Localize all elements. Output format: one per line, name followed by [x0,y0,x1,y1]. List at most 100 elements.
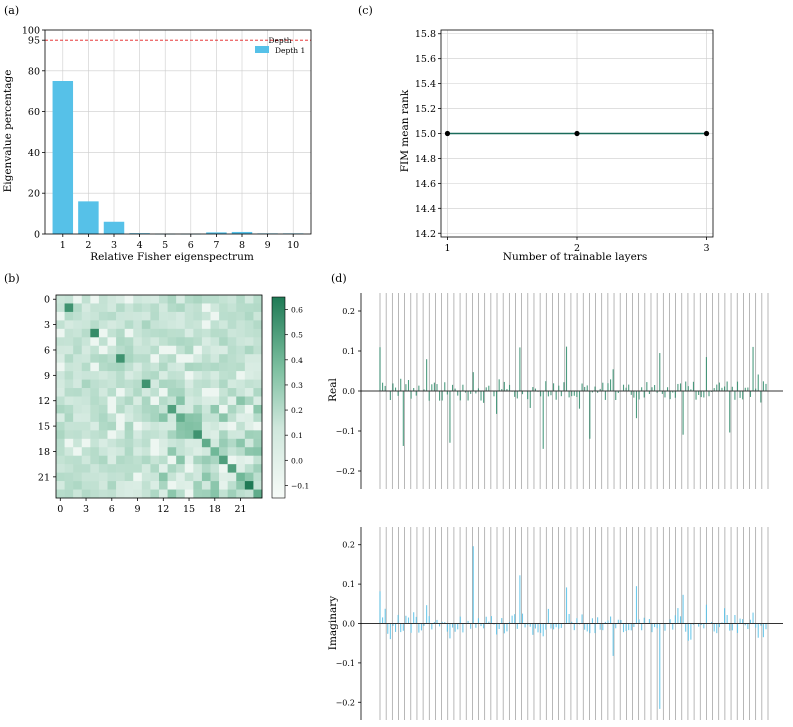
chart-b-cell [124,362,134,372]
chart-b-cell [210,345,220,355]
chart-b-cell [107,455,117,465]
chart-c-point [703,130,710,137]
chart-b-ytick-label: 18 [38,447,50,458]
chart-c-ytick-label: 14.2 [415,229,436,240]
chart-b-cell [73,438,83,448]
chart-b-cell [56,371,65,380]
chart-b-cell [90,345,100,355]
chart-b-cell [98,421,108,431]
chart-b-cell [73,328,83,338]
chart-b-cell [210,328,220,338]
chart-b-cell [201,396,211,406]
chart-b-cell [201,438,211,448]
chart-b-cell [167,345,177,355]
chart-b-cell [98,413,108,423]
chart-b-cell [98,328,108,338]
chart-a-bar [103,221,125,234]
chart-b-cell [210,489,220,499]
chart-b-cell [210,396,220,406]
chart-b-ytick-label: 15 [38,422,50,433]
chart-b-cell [193,354,203,363]
chart-b-cell [107,311,117,321]
chart-b-ytick-label: 6 [44,345,50,356]
chart-b-cell [159,354,168,363]
chart-b-cell [73,320,83,330]
chart-b-cell [201,303,211,313]
chart-b-cell [219,413,228,423]
chart-b-cell [56,320,65,330]
chart-b-cell [81,481,91,490]
chart-b-cell [73,354,83,363]
chart-b-cell [98,345,108,355]
chart-b-cell [193,371,203,380]
chart-b-cell [219,464,228,473]
chart-b-cell [116,489,125,499]
chart-b-cell [201,388,211,397]
chart-b-cell [73,362,83,372]
chart-b-cell [56,345,65,355]
chart-b-cell [219,337,228,347]
chart-b-cell [227,396,237,406]
chart-b-cell [193,447,203,457]
chart-b-cell [201,464,211,473]
chart-b-cell [141,320,151,330]
chart-b-cell [98,404,108,414]
chart-b-cell [98,337,108,347]
chart-b-cell [150,295,160,304]
chart-b-cell [150,396,160,406]
chart-b-cell [150,311,160,321]
chart-b-cell [167,430,177,440]
chart-a-bar [231,231,253,234]
chart-b-cell [184,311,194,321]
chart-b-cell [73,447,83,457]
chart-a-xtick-label: 8 [239,240,245,251]
chart-b-cell [210,438,220,448]
chart-b-cell [141,430,151,440]
chart-b-cell [193,362,203,372]
chart-b-cell [56,295,65,304]
chart-b-cell [236,379,246,389]
chart-b-xtick-label: 0 [57,504,63,515]
chart-b-cell [236,404,246,414]
chart-b-cell [253,345,263,355]
chart-b-cell [64,413,74,423]
chart-b-cell [227,320,237,330]
chart-b-cell [81,362,91,372]
chart-b-cell [107,303,117,313]
chart-b-cell [236,295,246,304]
chart-a-legend-title: Depth [268,36,291,45]
chart-b-cell [184,413,194,423]
chart-b-cell [133,303,143,313]
chart-b-cell [210,388,220,397]
chart-b-cell [159,303,168,313]
chart-b-cell [193,430,203,440]
chart-b-cell [244,396,254,406]
chart-b-cell [227,464,237,473]
chart-b-cell [124,455,134,465]
chart-b-cell [64,447,74,457]
chart-b-cell [201,430,211,440]
chart-a-bar [129,233,150,234]
chart-b-cell [184,455,194,465]
chart-b-xtick-label: 15 [183,504,195,515]
chart-b-cell [253,438,263,448]
chart-b-cell [107,379,117,389]
chart-b-cell [56,464,65,473]
chart-b-cell [253,489,263,499]
chart-b-cell [253,404,263,414]
chart-c-ytick-label: 15.2 [415,104,436,115]
chart-a-ytick-label: 100 [22,26,40,37]
chart-b-cell [253,447,263,457]
chart-b-cell [150,328,160,338]
chart-b-cell [219,481,228,490]
chart-b-cell [141,328,151,338]
chart-b-cell [236,438,246,448]
chart-b-cell [81,472,91,482]
chart-b-cell [236,430,246,440]
chart-b-cell [236,328,246,338]
chart-b-cell [56,413,65,423]
chart-b-cell [73,379,83,389]
chart-b-cell [116,371,125,380]
chart-b-cell [253,455,263,465]
chart-b-cell [167,337,177,347]
